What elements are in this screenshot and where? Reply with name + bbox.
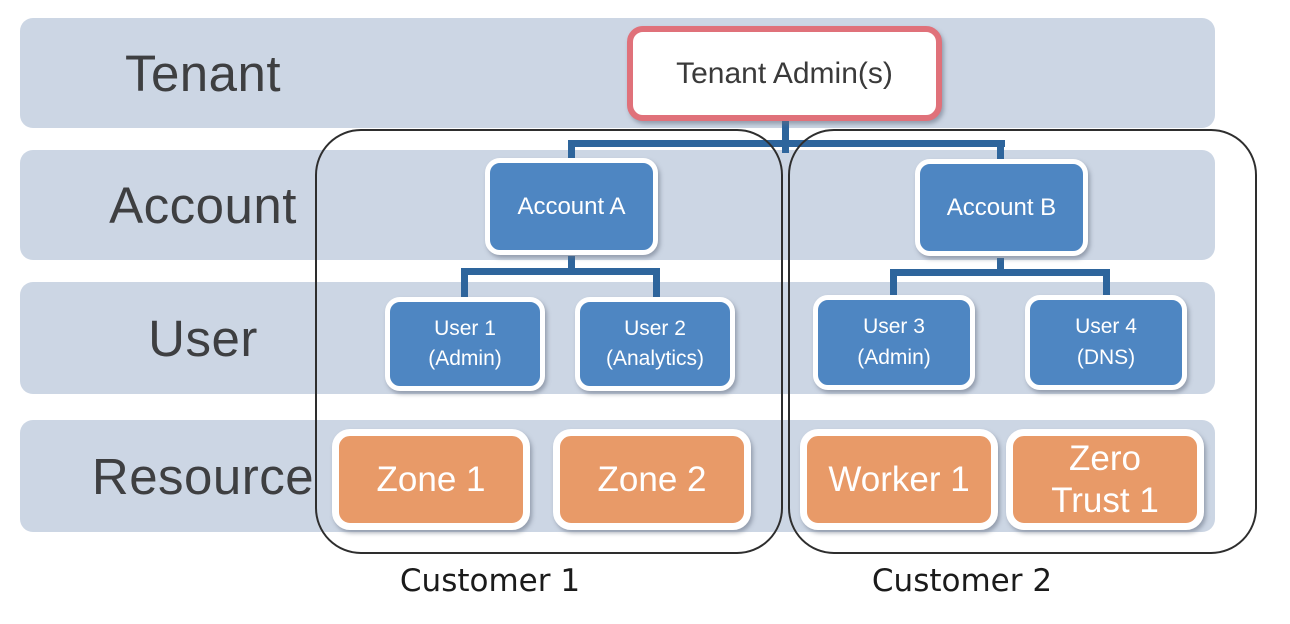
tenant-admin-node: Tenant Admin(s) [627,26,942,121]
account-b-node: Account B [915,159,1088,256]
zero-trust-1-label: Zero Trust 1 [1051,438,1159,520]
connector-tenant-stub [782,120,789,153]
zone-1-node: Zone 1 [332,429,530,530]
user-3-role: (Admin) [857,345,931,369]
user-4-node: User 4 (DNS) [1025,295,1187,390]
customer-1-label: Customer 1 [399,563,581,599]
connector-user-1-stub [461,268,468,298]
user-2-name: User 2 [624,316,686,340]
customer-2-label: Customer 2 [871,563,1053,599]
user-4-role: (DNS) [1076,345,1136,369]
row-label-tenant: Tenant [124,44,282,102]
connector-account-a-stub [568,140,575,161]
user-1-role: (Admin) [428,347,502,370]
worker-1-node: Worker 1 [800,429,998,530]
connector-users-a-hline [461,268,660,275]
connector-users-b-hline [890,269,1110,276]
connector-accounts-hline [568,140,1005,147]
row-label-account: Account [109,176,297,234]
connector-user-2-stub [653,268,660,298]
user-3-node: User 3 (Admin) [813,295,975,390]
connector-account-a-down [568,256,575,275]
row-label-user: User [148,309,258,367]
user-4-name: User 4 [1075,315,1137,339]
account-a-node: Account A [485,158,658,255]
zone-2-node: Zone 2 [553,429,751,530]
tenant-row-band [20,18,1215,128]
user-2-node: User 2 (Analytics) [575,297,735,391]
user-2-role: (Analytics) [605,347,705,370]
customer-2-group [788,129,1257,554]
row-label-resource: Resource [91,447,315,505]
user-1-node: User 1 (Admin) [385,297,545,391]
connector-account-b-down [997,258,1004,276]
zero-trust-1-node: Zero Trust 1 [1006,429,1204,530]
connector-account-b-stub [997,140,1004,162]
user-1-name: User 1 [434,316,496,340]
connector-user-4-stub [1103,269,1110,296]
customer-1-group [315,129,783,554]
user-3-name: User 3 [863,315,925,339]
connector-user-3-stub [890,269,897,296]
